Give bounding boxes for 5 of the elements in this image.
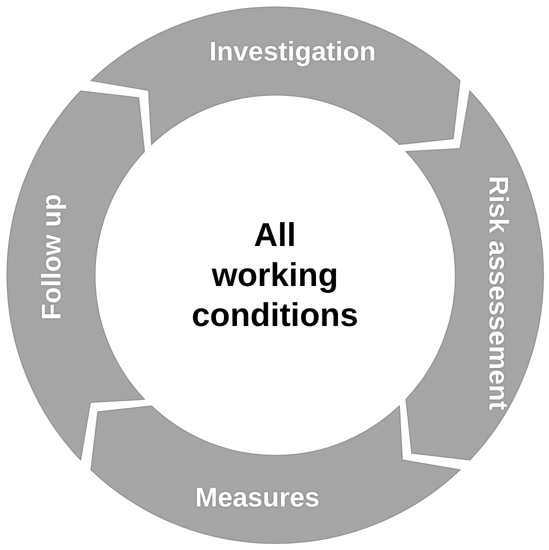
segment-label: Risk assessement: [482, 175, 514, 410]
segment-label: Follow up: [36, 194, 68, 320]
segment-label: Investigation: [209, 36, 376, 68]
segment-label: Measures: [195, 482, 320, 514]
center-label: All working conditions: [190, 215, 360, 335]
